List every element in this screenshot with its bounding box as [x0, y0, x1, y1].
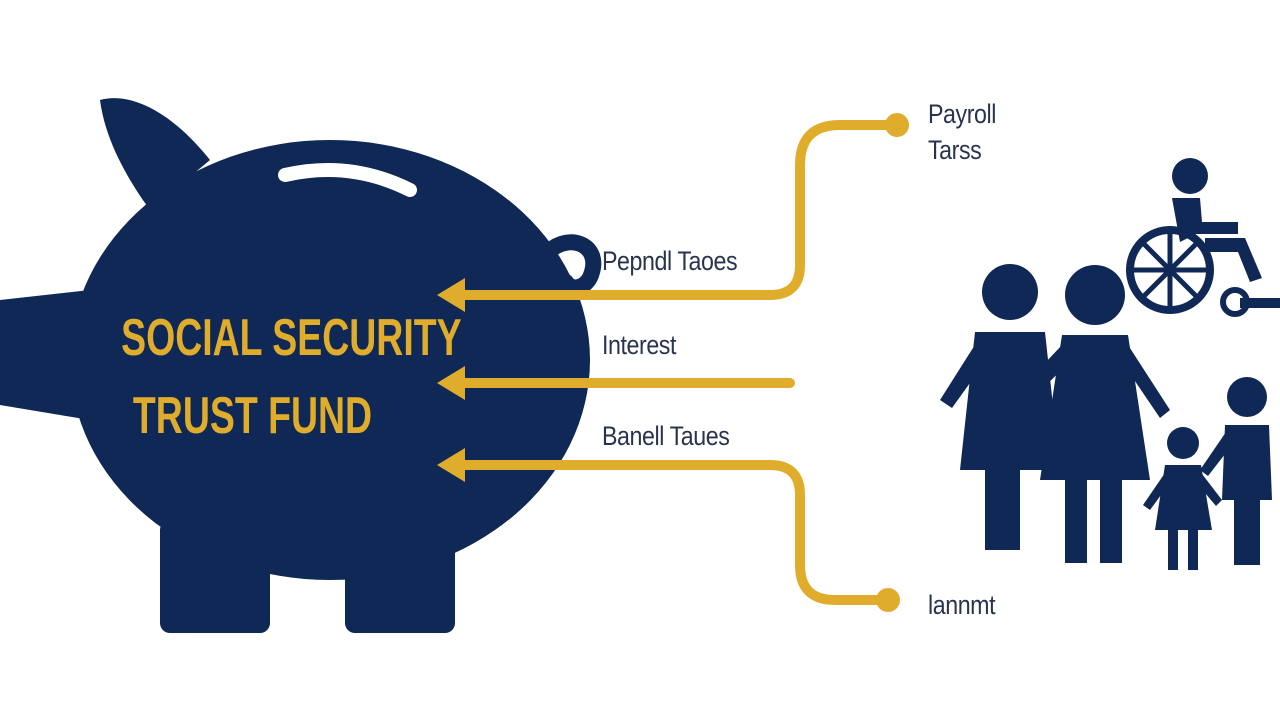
- label-bottom-right: lannmt: [928, 590, 996, 620]
- flow-arrows: [450, 120, 900, 605]
- arrow-payroll-taxes: [450, 120, 900, 300]
- fund-title-line-2: TRUST FUND: [132, 387, 373, 445]
- label-arrow-1: Pepndl Taoes: [602, 246, 738, 276]
- label-arrow-2: Interest: [602, 330, 677, 360]
- fund-title-line-1: SOCIAL SECURITY: [121, 309, 462, 367]
- flow-endpoints: [876, 113, 909, 612]
- wheelchair-icon: [1126, 158, 1280, 317]
- family-icon: [940, 264, 1272, 570]
- label-top-right: Payroll Tarss: [928, 99, 996, 165]
- label-arrow-3: Banell Taues: [602, 421, 730, 451]
- arrow-heads: [437, 278, 465, 482]
- arrow-benefit-taxes: [450, 460, 893, 605]
